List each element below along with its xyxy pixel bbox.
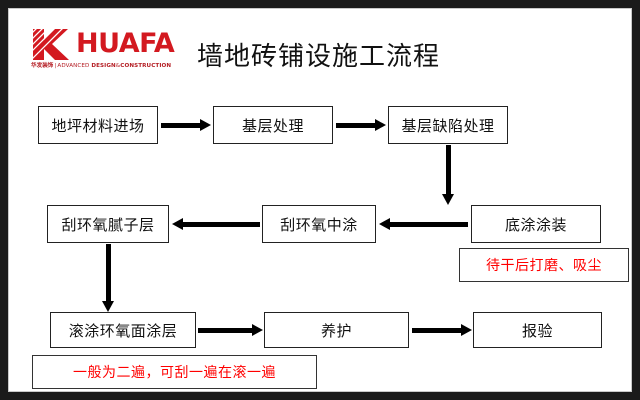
note-sanding-vacuum: 待干后打磨、吸尘	[459, 248, 629, 282]
note-two-passes: 一般为二遍，可刮一遍在滚一遍	[32, 355, 317, 389]
arrow-head	[461, 323, 472, 336]
arrow-shaft	[161, 122, 200, 128]
arrow-shaft	[445, 145, 451, 194]
arrow-shaft	[336, 122, 375, 128]
arrow-head	[379, 217, 390, 230]
flow-node-base-defect-treatment: 基层缺陷处理	[388, 106, 508, 144]
flow-node-base-treatment: 基层处理	[213, 106, 333, 144]
flow-node-epoxy-putty: 刮环氧腻子层	[47, 205, 169, 243]
arrow-head	[252, 323, 263, 336]
flow-node-primer-coating: 底涂涂装	[471, 205, 601, 243]
flow-node-inspection: 报验	[473, 312, 602, 348]
logo-tagline: 华发装饰|ADVANCED DESIGN&CONSTRUCTION	[31, 62, 171, 70]
slide-canvas: HUAFA 华发装饰|ADVANCED DESIGN&CONSTRUCTION …	[8, 8, 632, 392]
arrow-head	[101, 301, 114, 312]
arrow-shaft	[182, 221, 260, 227]
logo-tagline-separator: |	[54, 63, 57, 69]
page-title: 墙地砖铺设施工流程	[197, 42, 441, 72]
arrow-shaft	[412, 327, 461, 333]
company-logo: HUAFA 华发装饰|ADVANCED DESIGN&CONSTRUCTION	[31, 26, 191, 74]
arrow-head	[375, 118, 386, 131]
logo-wordmark: HUAFA	[76, 28, 175, 59]
arrow-head	[200, 118, 211, 131]
huafa-k-logo-icon	[31, 28, 71, 61]
arrow-shaft	[389, 221, 468, 227]
arrow-shaft	[105, 244, 111, 301]
flow-node-epoxy-midcoat: 刮环氧中涂	[262, 205, 376, 243]
flow-node-roll-epoxy-topcoat: 滚涂环氧面涂层	[50, 312, 196, 348]
logo-tagline-advanced: ADVANCED	[57, 63, 90, 69]
arrow-head	[172, 217, 183, 230]
arrow-shaft	[198, 327, 252, 333]
logo-tagline-cn: 华发装饰	[31, 63, 54, 69]
arrow-head	[441, 194, 454, 205]
logo-tagline-construction: CONSTRUCTION	[120, 63, 172, 69]
logo-tagline-design: DESIGN	[91, 63, 116, 69]
logo-tagline-amp: &	[115, 63, 121, 69]
flow-node-material-entry: 地坪材料进场	[38, 106, 158, 144]
flow-node-curing: 养护	[264, 312, 409, 348]
